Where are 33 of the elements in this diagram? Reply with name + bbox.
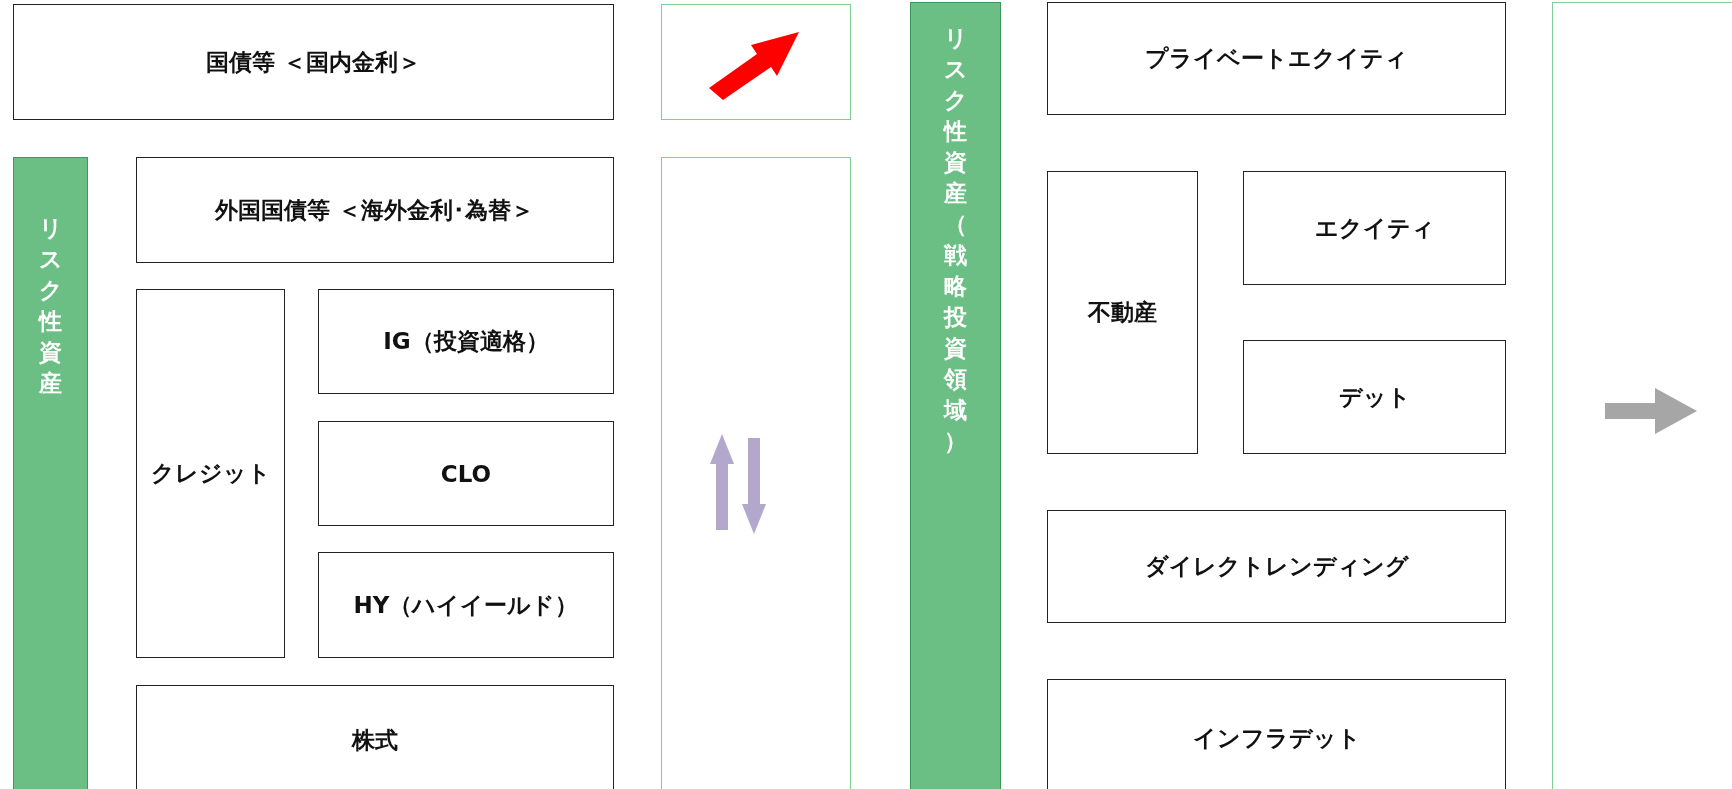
category-box [1243, 171, 1506, 285]
box-label: HY（ハイイールド） [353, 590, 579, 620]
outlined-panel [1552, 2, 1732, 789]
outlined-panel [661, 157, 851, 789]
category-box [1243, 340, 1506, 454]
category-box [318, 289, 614, 394]
box-label: エクイティ [1314, 213, 1435, 243]
category-box [136, 157, 614, 263]
category-box [318, 421, 614, 526]
outlined-panel [661, 4, 851, 120]
box-label: 国債等 ＜国内金利＞ [206, 47, 421, 77]
box-label: プライベートエクイティ [1145, 44, 1408, 73]
box-label: IG（投資適格） [383, 327, 549, 356]
category-bar [13, 157, 88, 789]
category-bar [910, 2, 1001, 789]
vertical-label: リスク性資産（戦略投資領域） [942, 24, 969, 456]
box-label: 外国国債等 ＜海外金利･為替＞ [215, 195, 535, 225]
box-label: 不動産 [1088, 298, 1157, 327]
category-box [1047, 2, 1506, 115]
category-box [1047, 679, 1506, 789]
box-label: 株式 [352, 725, 398, 755]
box-label: クレジット [150, 459, 271, 488]
box-label: インフラデット [1192, 723, 1361, 753]
category-box [136, 289, 285, 658]
box-label: CLO [440, 460, 492, 487]
category-box [1047, 510, 1506, 623]
box-label: デット [1338, 382, 1411, 412]
category-box [1047, 171, 1198, 454]
box-label: ダイレクトレンディング [1144, 552, 1409, 581]
vertical-label: リスク性資産 [37, 214, 64, 398]
category-box [136, 685, 614, 789]
category-box [318, 552, 614, 658]
category-box [13, 4, 614, 120]
